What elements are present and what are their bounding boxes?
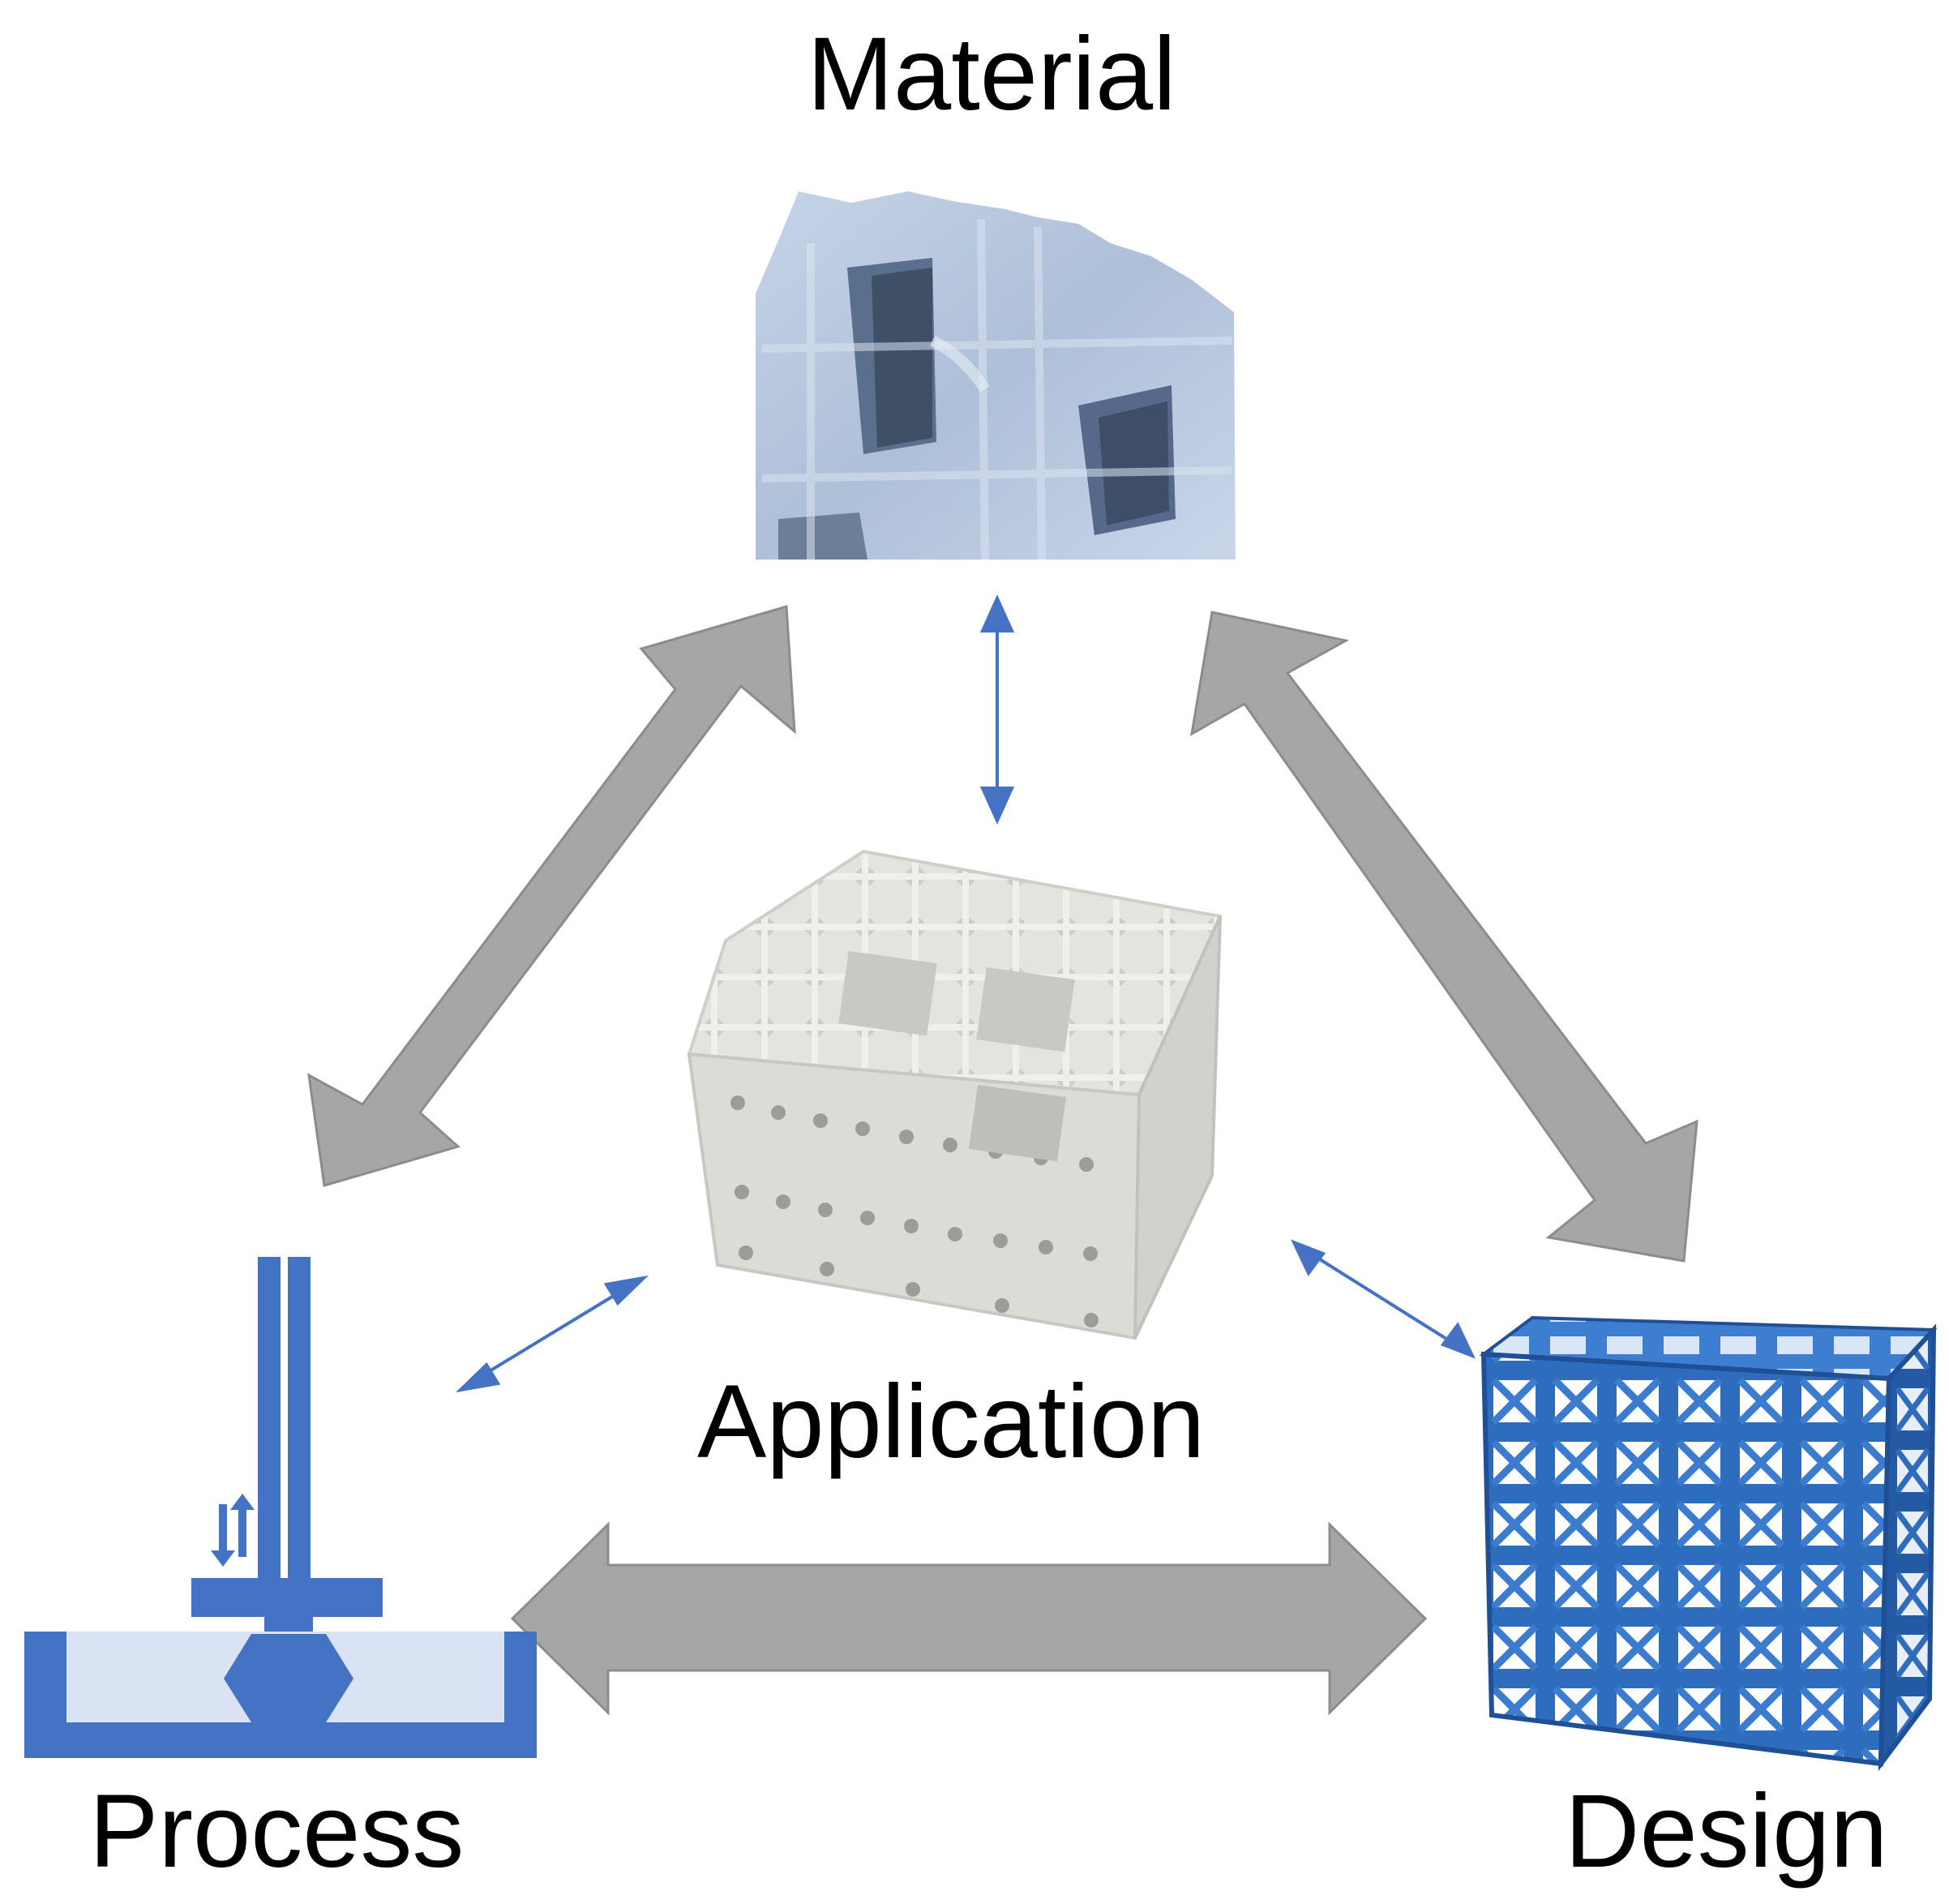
material-micrograph-icon <box>756 191 1236 560</box>
label-application: Application <box>697 1364 1206 1480</box>
arrow-application-design <box>1291 1239 1476 1359</box>
label-design: Design <box>1565 1773 1888 1889</box>
blue-lattice-cube-icon <box>1479 1315 1938 1772</box>
arrow-process-design <box>510 1521 1428 1716</box>
label-process: Process <box>89 1773 465 1889</box>
label-material: Material <box>807 16 1176 132</box>
up-down-arrow-icon <box>211 1494 255 1567</box>
white-scaffold-icon <box>687 849 1223 1340</box>
arrow-material-process <box>307 605 796 1187</box>
arrow-material-application <box>979 594 1015 825</box>
vat-printer-icon <box>24 1257 537 1758</box>
arrow-process-application <box>455 1275 649 1393</box>
arrow-material-design <box>1190 611 1698 1263</box>
